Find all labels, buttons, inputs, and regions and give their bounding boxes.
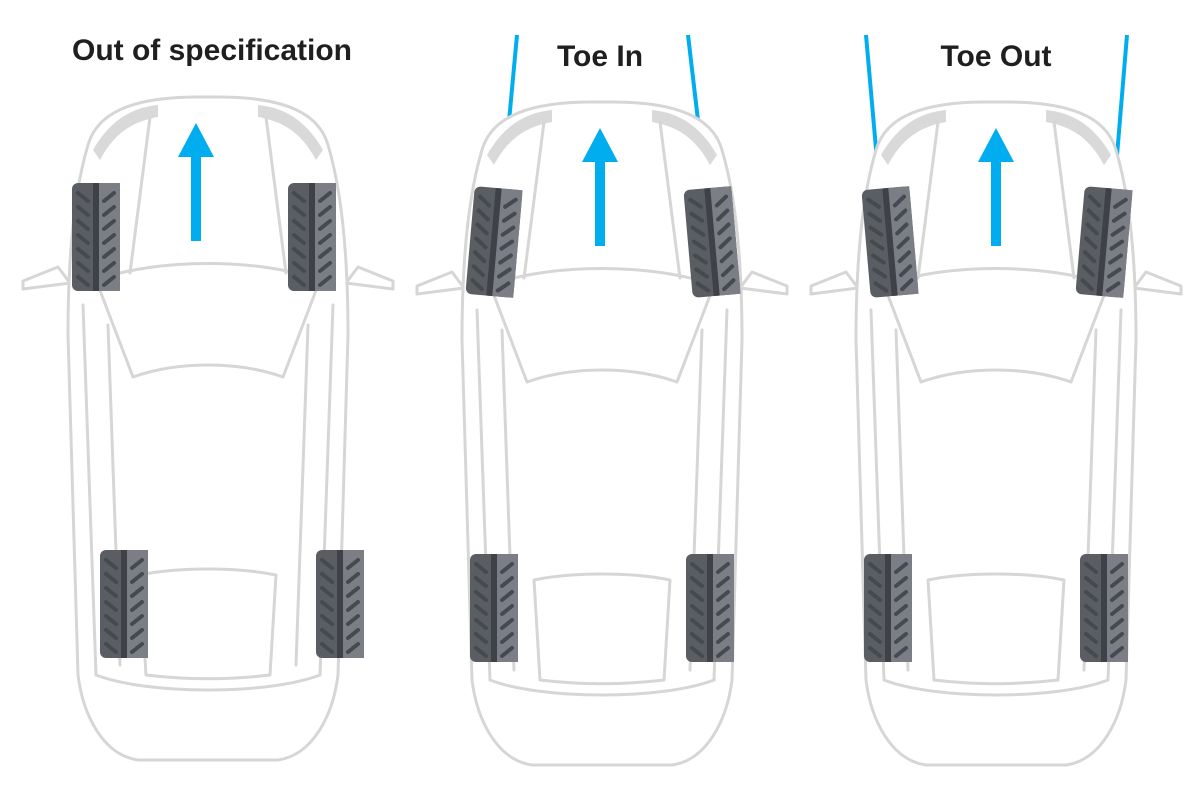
front-right-tire [681, 184, 743, 300]
car-outline [415, 100, 789, 767]
panel-title: Toe Out [940, 40, 1051, 73]
front-right-tire [1073, 184, 1135, 300]
rear-left-tire [468, 552, 520, 664]
front-left-tire [463, 184, 525, 300]
rear-left-tire [98, 548, 150, 660]
panel-title: Toe In [557, 40, 643, 73]
panel-toe-out: Toe Out [809, 34, 1183, 767]
car-outline [809, 100, 1183, 767]
front-left-tire [859, 184, 921, 300]
front-right-tire [286, 181, 338, 293]
panel-toe-in: Toe In [415, 34, 789, 767]
front-left-tire [70, 181, 122, 293]
car-outline [21, 95, 395, 762]
panel-out-of-specification: Out of specification [21, 34, 395, 762]
rear-right-tire [1078, 552, 1130, 664]
rear-right-tire [684, 552, 736, 664]
rear-left-tire [862, 552, 914, 664]
panel-title: Out of specification [72, 34, 352, 67]
rear-right-tire [314, 548, 366, 660]
